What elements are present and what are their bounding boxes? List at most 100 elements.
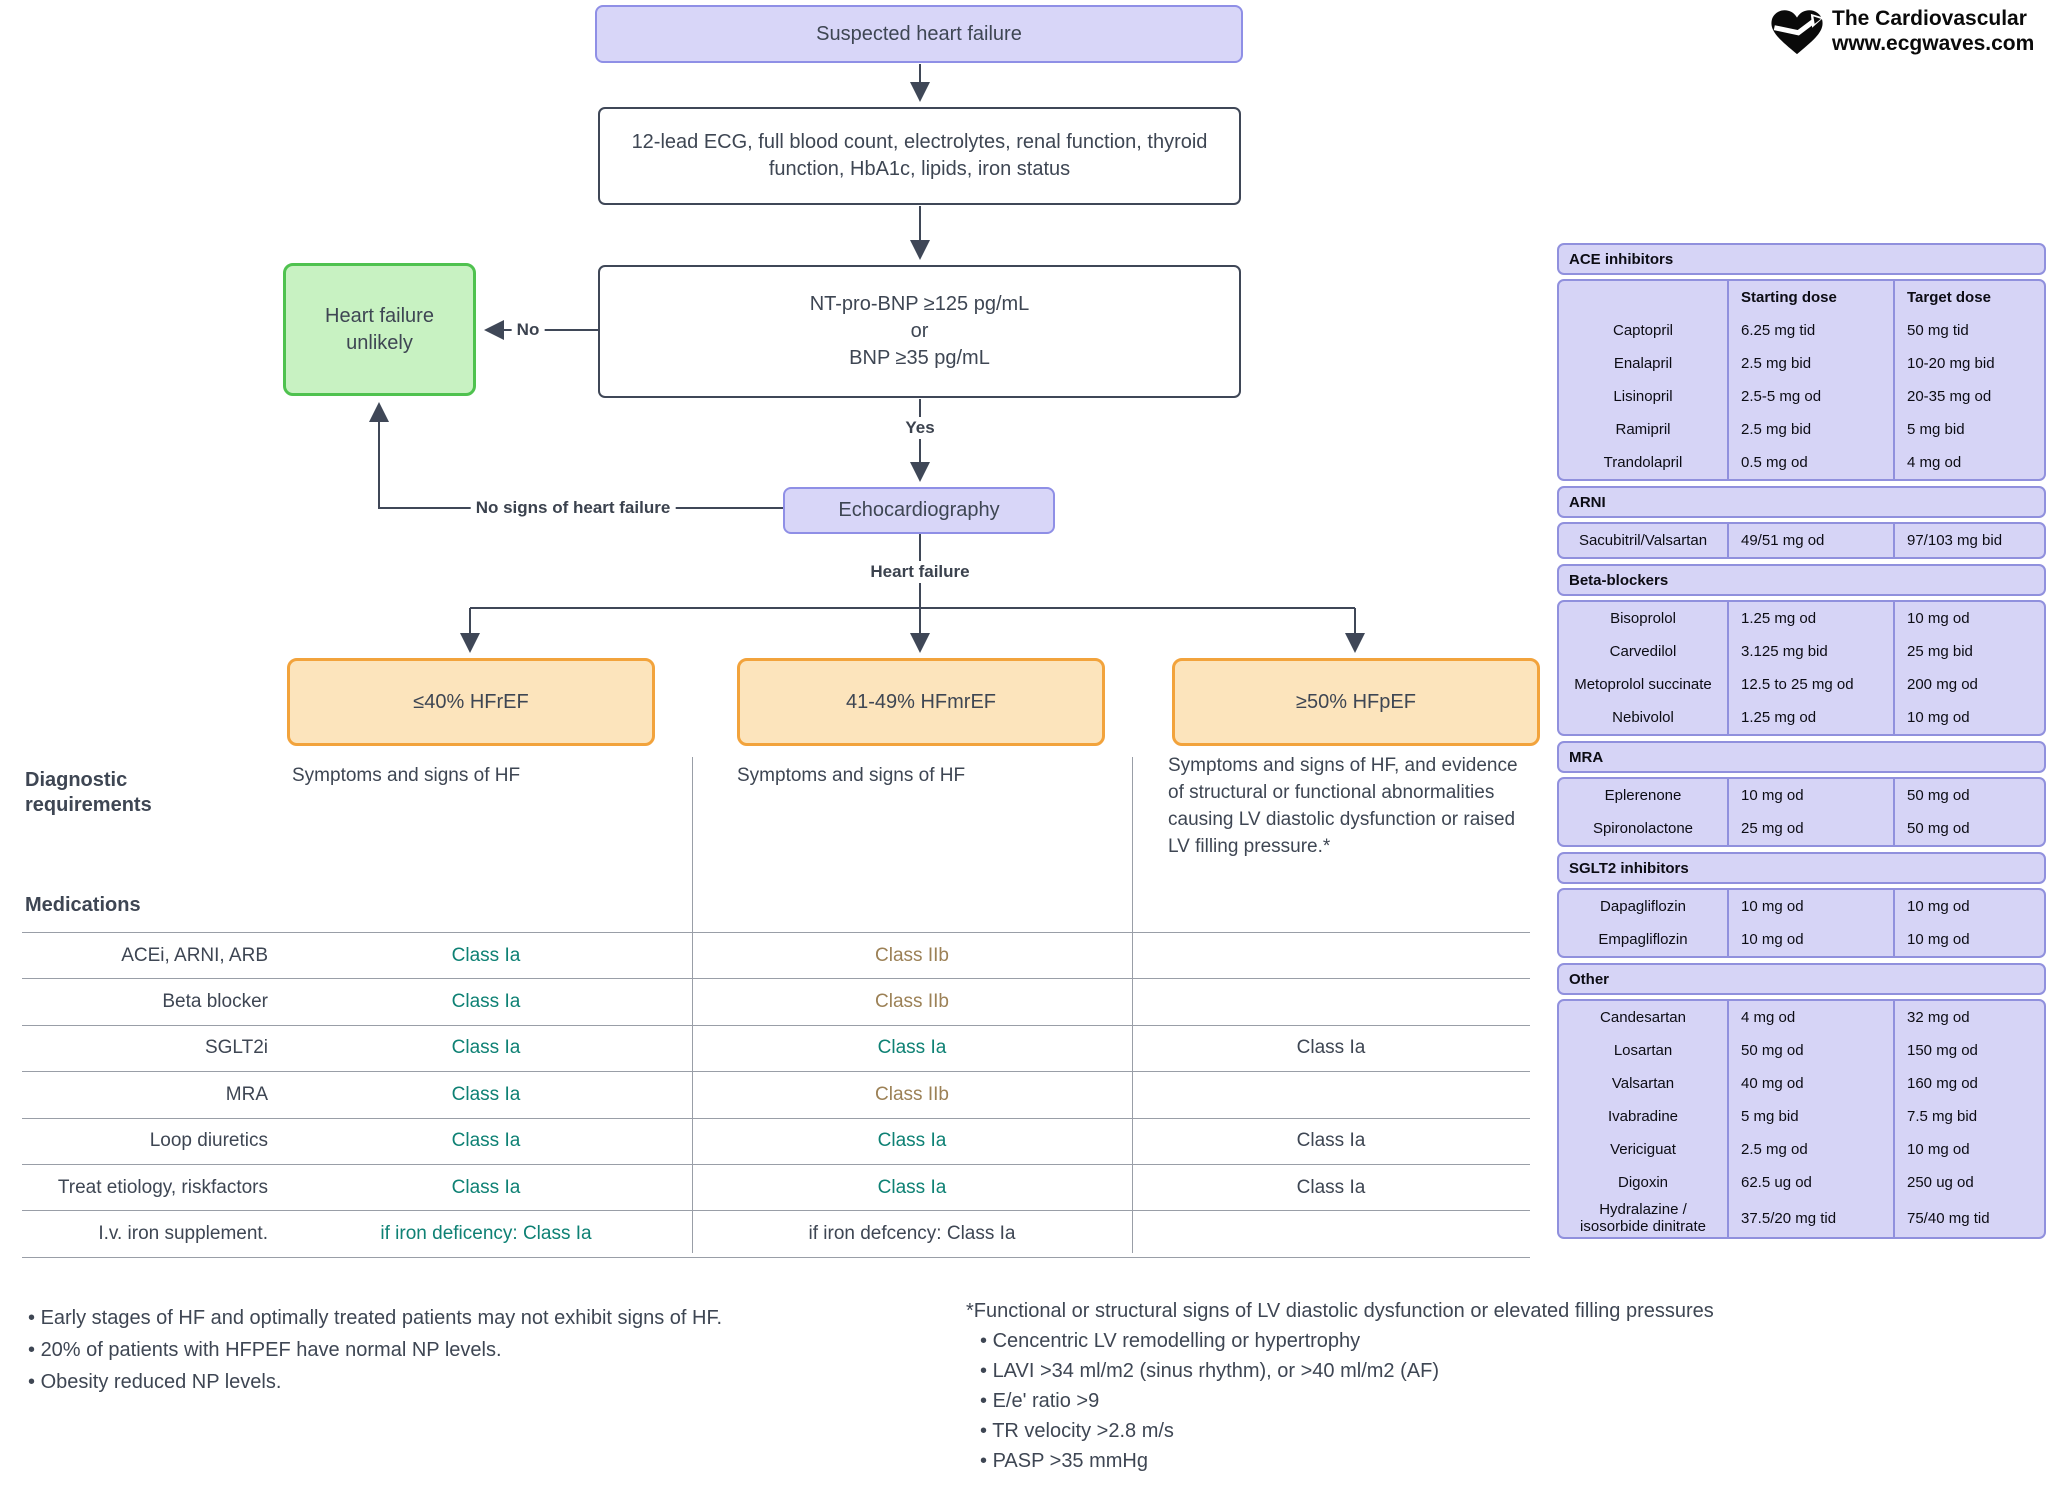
starting-dose: 49/51 mg od	[1727, 524, 1893, 557]
medication-row-label: ACEi, ARNI, ARB	[121, 944, 268, 966]
drug-name: Valsartan	[1611, 1075, 1675, 1092]
starting-dose-header: Starting dose	[1727, 281, 1893, 314]
sidebar-section-title: ARNI	[1557, 486, 2046, 518]
footnote-item: PASP >35 mmHg	[966, 1446, 2006, 1476]
sidebar-section-title: Other	[1557, 963, 2046, 995]
recommendation-class-cell: Class IIb	[875, 1083, 949, 1105]
branch-label: ≤40% HFrEF	[413, 690, 529, 713]
bnp-line: or	[910, 320, 929, 342]
target-dose: 20-35 mg od	[1893, 380, 2044, 413]
recommendation-class-cell: Class Ia	[451, 991, 521, 1013]
brand-logo: The Cardiovascular www.ecgwaves.com	[1768, 6, 2034, 62]
drug-name: Carvedilol	[1609, 643, 1677, 660]
bnp-line: NT-pro-BNP ≥125 pg/mL	[809, 293, 1030, 315]
node-natriuretic-peptides: NT-pro-BNP ≥125 pg/mL or BNP ≥35 pg/mL	[598, 265, 1241, 398]
footnote-bullets: Cencentric LV remodelling or hypertrophy…	[966, 1326, 2006, 1476]
diagnostic-hfmref: Symptoms and signs of HF	[737, 765, 966, 786]
target-dose: 50 mg od	[1893, 779, 2044, 812]
starting-dose: 5 mg bid	[1727, 1100, 1893, 1133]
footnotes-right: *Functional or structural signs of LV di…	[966, 1296, 2006, 1476]
starting-dose: 2.5 mg bid	[1727, 347, 1893, 380]
target-dose: 200 mg od	[1893, 668, 2044, 701]
target-dose: 10 mg od	[1893, 701, 2044, 734]
branch-hfref: ≤40% HFrEF	[287, 658, 655, 746]
recommendation-class-cell: Class IIb	[875, 991, 949, 1013]
diagnostic-hfpef: Symptoms and signs of HF, and evidence o…	[1168, 755, 1518, 857]
recommendation-class-cell: if iron defcency: Class Ia	[808, 1223, 1016, 1245]
medication-row-label: Beta blocker	[162, 991, 268, 1013]
starting-dose: 37.5/20 mg tid	[1727, 1199, 1893, 1237]
branch-hfmref: 41-49% HFmrEF	[737, 658, 1105, 746]
starting-dose: 50 mg od	[1727, 1034, 1893, 1067]
node-label: 12-lead ECG, full blood count, electroly…	[631, 131, 1208, 180]
recommendation-class-cell: Class Ia	[451, 944, 521, 966]
footnotes-left: Early stages of HF and optimally treated…	[28, 1302, 928, 1398]
node-label: Echocardiography	[838, 499, 1000, 521]
starting-dose: 40 mg od	[1727, 1067, 1893, 1100]
starting-dose: 10 mg od	[1727, 923, 1893, 956]
medication-row-label: Treat etiology, riskfactors	[57, 1176, 268, 1198]
recommendation-class-cell: Class Ia	[877, 1176, 947, 1198]
target-dose: 10 mg od	[1893, 602, 2044, 635]
footnote-item: Obesity reduced NP levels.	[28, 1366, 928, 1398]
recommendation-class-cell: Class Ia	[1296, 1037, 1366, 1059]
target-dose: 5 mg bid	[1893, 413, 2044, 446]
brand-title: The Cardiovascular	[1832, 7, 2027, 30]
sidebar-header-spacer	[1559, 281, 1727, 314]
brand-site[interactable]: www.ecgwaves.com	[1832, 32, 2035, 55]
footnote-item: 20% of patients with HFPEF have normal N…	[28, 1334, 928, 1366]
diagnostic-requirements-header: Diagnostic requirements	[25, 769, 152, 816]
drug-name: Ramipril	[1615, 421, 1671, 438]
drug-name: Bisoprolol	[1610, 610, 1676, 627]
target-dose: 32 mg od	[1893, 1001, 2044, 1034]
drug-name: Digoxin	[1617, 1174, 1669, 1191]
footnote-item: Cencentric LV remodelling or hypertrophy	[966, 1326, 2006, 1356]
drug-name: Captopril	[1612, 322, 1674, 339]
target-dose: 150 mg od	[1893, 1034, 2044, 1067]
node-label: Heart failure unlikely	[325, 304, 434, 354]
footnote-item: TR velocity >2.8 m/s	[966, 1416, 2006, 1446]
drug-name: Eplerenone	[1604, 787, 1682, 804]
target-dose: 7.5 mg bid	[1893, 1100, 2044, 1133]
starting-dose: 1.25 mg od	[1727, 701, 1893, 734]
medication-row: Beta blocker Class Ia Class IIb	[22, 978, 1530, 1024]
target-dose: 75/40 mg tid	[1893, 1199, 2044, 1237]
medication-row: I.v. iron supplement.if iron deficency: …	[22, 1210, 1530, 1256]
drug-name: Metoprolol succinate	[1574, 676, 1712, 693]
node-initial-workup: 12-lead ECG, full blood count, electroly…	[598, 107, 1241, 205]
target-dose: 4 mg od	[1893, 446, 2044, 479]
edge-label-heart-failure: Heart failure	[865, 561, 975, 583]
drug-name: Sacubitril/Valsartan	[1578, 532, 1708, 549]
drug-name: Spironolactone	[1592, 820, 1694, 837]
medication-row-label: MRA	[225, 1083, 268, 1105]
node-echocardiography: Echocardiography	[783, 487, 1055, 534]
branch-hfpef: ≥50% HFpEF	[1172, 658, 1540, 746]
edge-label-yes: Yes	[900, 417, 940, 439]
medication-row-label: Loop diuretics	[149, 1130, 268, 1152]
sidebar-section-title: MRA	[1557, 741, 2046, 773]
edge-label-no-signs: No signs of heart failure	[470, 497, 676, 519]
footnote-title: *Functional or structural signs of LV di…	[966, 1300, 1714, 1322]
medication-row-label: SGLT2i	[204, 1037, 268, 1059]
drug-name: Enalapril	[1613, 355, 1673, 372]
recommendation-class-cell: Class Ia	[451, 1176, 521, 1198]
starting-dose: 10 mg od	[1727, 779, 1893, 812]
recommendation-class-cell: Class Ia	[1296, 1130, 1366, 1152]
starting-dose: 0.5 mg od	[1727, 446, 1893, 479]
